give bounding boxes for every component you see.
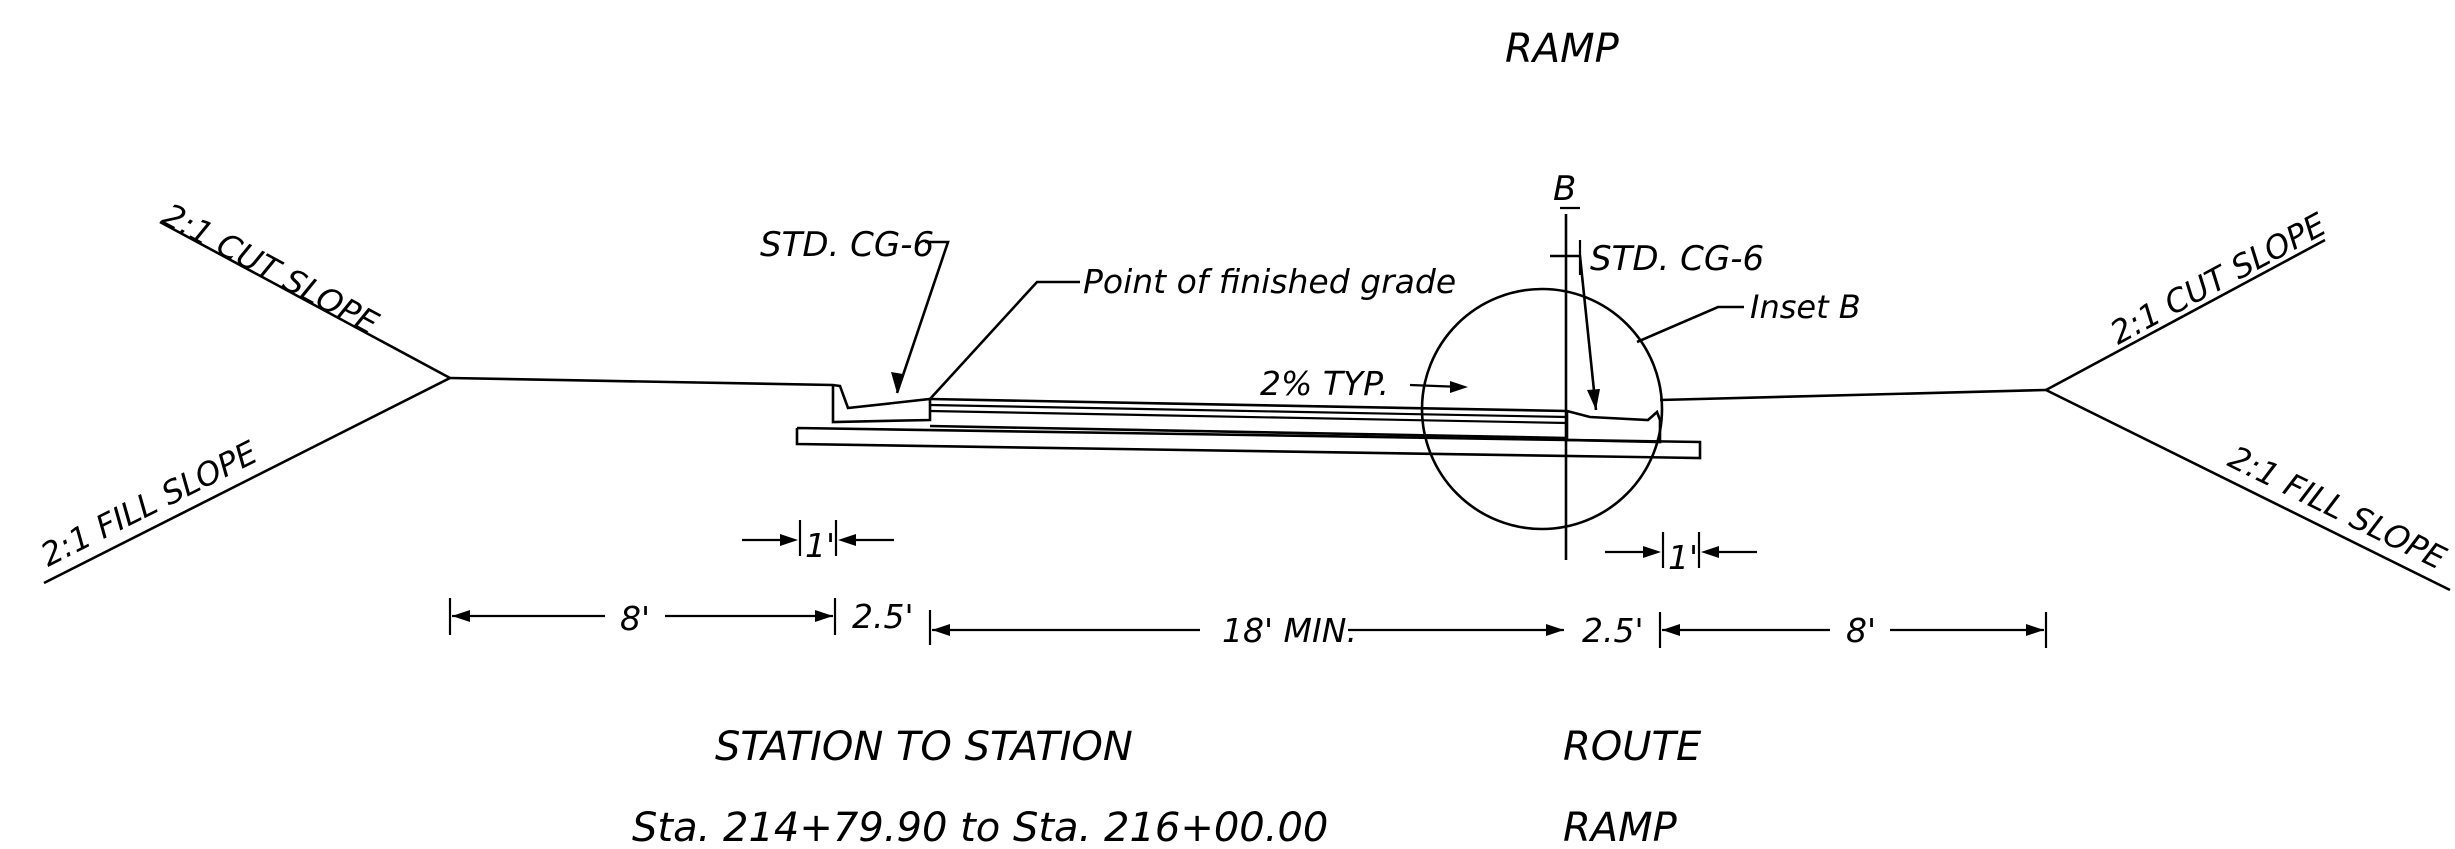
right-fill-slope-line [2045,388,2451,592]
inset-b-label: Inset B [1750,288,1861,326]
left-curb-arrow [891,372,903,393]
table-station-range: Sta. 214+79.90 to Sta. 216+00.00 [632,805,1328,849]
right-side-slopes: 2:1 CUT SLOPE 2:1 FILL SLOPE [2045,205,2453,592]
gutter-left-value: 1' [805,526,835,565]
table-header-station: STATION TO STATION [715,724,1133,770]
inset-b-circle [1420,287,1664,531]
left-curb-leader [895,240,950,394]
left-shoulder-line [449,376,834,387]
base-slab [795,426,1702,460]
finished-grade-label: Point of finished grade [1083,262,1456,301]
gutter-dimension-left: 1' [742,520,894,565]
right-shoulder-line [1659,388,2047,402]
right-curb-cg6 [1565,409,1662,444]
pavement-top [929,397,1568,413]
pavement-layer-2 [929,403,1568,419]
pavement-bottom [929,424,1568,440]
right-cut-slope-line [2045,238,2326,392]
drawing-title: RAMP [1505,26,1620,72]
dim-lane: 18' MIN. [1222,611,1357,650]
roadway-section [449,376,2047,460]
dim-shoulder-right: 8' [1846,611,1876,650]
cross-slope-label: 2% TYP. [1260,364,1389,403]
cross-slope-arrowhead [1450,381,1468,393]
finished-grade-leader [929,280,1080,400]
main-dimension-string: 8' 2.5' 18' MIN. 2.5' 8' [448,597,2048,650]
left-fill-slope-line [43,376,451,585]
right-fill-slope-label: 2:1 FILL SLOPE [2222,438,2452,578]
right-cut-slope-label: 2:1 CUT SLOPE [2104,205,2333,352]
station-table: STATION TO STATION ROUTE Sta. 214+79.90 … [632,724,1702,849]
baseline-marker: B [1553,169,1580,560]
left-cut-slope-line [159,220,451,380]
right-curb-arrow [1587,389,1600,410]
left-fill-slope-label: 2:1 FILL SLOPE [34,433,264,574]
table-route-value: RAMP [1563,805,1678,849]
left-side-slopes: 2:1 CUT SLOPE 2:1 FILL SLOPE [34,196,451,585]
pavement-layer-3 [929,409,1568,425]
table-header-route: ROUTE [1563,724,1702,770]
left-cut-slope-label: 2:1 CUT SLOPE [156,196,385,343]
inset-b-leader [1636,305,1744,344]
baseline-symbol: B [1553,169,1576,209]
left-curb-cg6 [831,383,932,424]
dim-shoulder-left: 8' [620,599,650,638]
dim-curb-left: 2.5' [852,597,914,636]
dim-curb-right: 2.5' [1582,611,1644,650]
gutter-dimension-right: 1' [1605,532,1757,577]
right-curb-label: STD. CG-6 [1590,239,1764,279]
gutter-right-value: 1' [1668,538,1698,577]
right-curb-leader [1550,254,1598,411]
left-curb-label: STD. CG-6 [760,225,934,265]
